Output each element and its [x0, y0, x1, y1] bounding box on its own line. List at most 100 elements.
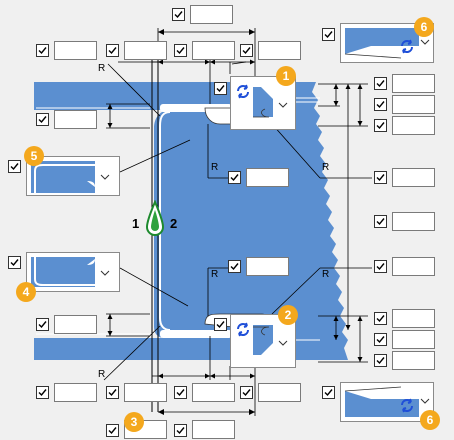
right-5-field[interactable] [392, 330, 435, 349]
radius-label-bottom-left: R [98, 369, 106, 380]
checkmark-icon [108, 47, 117, 55]
right-2-checkbox[interactable] [374, 98, 387, 111]
side-label-2: 2 [170, 216, 178, 231]
bottom-stiffener-gap-checkbox[interactable] [240, 386, 253, 399]
checkmark-icon [38, 389, 47, 397]
side-label-1: 1 [132, 216, 140, 231]
top-width-checkbox[interactable] [172, 8, 185, 21]
right-5-checkbox[interactable] [374, 333, 387, 346]
checkmark-icon [376, 80, 385, 88]
top-stiffener-width-field[interactable] [192, 41, 235, 60]
end-bottom-checkbox[interactable] [322, 386, 335, 399]
corner-bottom-checkbox[interactable] [8, 256, 21, 269]
badge-5: 5 [24, 146, 44, 166]
bottom-left-offset-field[interactable] [54, 383, 97, 402]
stiffener-bottom-checkbox[interactable] [214, 318, 227, 331]
corner-bottom-type-dropdown[interactable] [26, 252, 120, 292]
bottom-stiffener-width-checkbox[interactable] [174, 386, 187, 399]
checkmark-icon [38, 47, 47, 55]
checkmark-icon [242, 47, 251, 55]
sync-arrows-icon[interactable] [399, 38, 415, 54]
left-bottom-checkbox[interactable] [36, 318, 49, 331]
left-bottom-field[interactable] [54, 315, 97, 334]
corner-top-type-dropdown[interactable] [26, 156, 120, 196]
stiffener-bottom-preview [253, 325, 288, 355]
radius-label-center-top: R [211, 162, 219, 173]
top-flange-width-checkbox[interactable] [106, 44, 119, 57]
checkmark-icon [324, 389, 333, 397]
checkmark-icon [376, 218, 385, 226]
bottom-stiffener-gap-field[interactable] [258, 383, 301, 402]
right-4-checkbox[interactable] [374, 312, 387, 325]
section-profile [34, 82, 348, 360]
checkmark-icon [376, 357, 385, 365]
center-radius-top-checkbox[interactable] [228, 171, 241, 184]
badge-3: 3 [124, 412, 144, 432]
top-stiffener-width-checkbox[interactable] [174, 44, 187, 57]
bottom-flange-width-field[interactable] [124, 383, 167, 402]
center-radius-top-field[interactable] [246, 168, 289, 187]
corner-top-checkbox[interactable] [8, 160, 21, 173]
badge-4: 4 [16, 282, 36, 302]
checkmark-icon [10, 259, 19, 267]
right-radius-bottom-field[interactable] [392, 257, 435, 276]
end-bottom-preview [344, 386, 430, 417]
left-top-checkbox[interactable] [36, 113, 49, 126]
radius-label-top-left: R [98, 63, 106, 74]
bottom-stiffener-width-field[interactable] [192, 383, 235, 402]
stiffener-top-checkbox[interactable] [214, 82, 227, 95]
checkmark-icon [174, 11, 183, 19]
top-left-offset-checkbox[interactable] [36, 44, 49, 57]
bottom-left-offset-checkbox[interactable] [36, 386, 49, 399]
checkmark-icon [108, 389, 117, 397]
checkmark-icon [230, 263, 239, 271]
sync-arrows-icon[interactable] [399, 397, 415, 413]
right-4-field[interactable] [392, 309, 435, 328]
end-bottom-type-dropdown[interactable] [340, 382, 434, 422]
bottom-flange-width-checkbox[interactable] [106, 386, 119, 399]
sync-arrows-icon[interactable] [235, 321, 251, 337]
checkmark-icon [230, 174, 239, 182]
checkmark-icon [242, 389, 251, 397]
water-drop-icon[interactable] [144, 200, 166, 240]
right-6-field[interactable] [392, 351, 435, 370]
center-radius-bottom-field[interactable] [246, 257, 289, 276]
badge-1: 1 [276, 66, 296, 86]
checkmark-icon [376, 263, 385, 271]
corner-top-preview [31, 161, 110, 193]
checkmark-icon [376, 174, 385, 182]
center-radius-bottom-checkbox[interactable] [228, 260, 241, 273]
right-radius-top-checkbox[interactable] [374, 171, 387, 184]
radius-label-center-bottom: R [211, 269, 219, 280]
bottom-width-checkbox[interactable] [174, 424, 187, 437]
sync-arrows-icon[interactable] [235, 83, 251, 99]
end-top-checkbox[interactable] [322, 28, 335, 41]
right-1-checkbox[interactable] [374, 77, 387, 90]
right-mid-field[interactable] [392, 212, 435, 231]
checkmark-icon [216, 85, 225, 93]
top-flange-width-field[interactable] [124, 41, 167, 60]
checkmark-icon [324, 31, 333, 39]
right-3-field[interactable] [392, 116, 435, 135]
bottom-width-field[interactable] [192, 420, 235, 439]
right-radius-bottom-checkbox[interactable] [374, 260, 387, 273]
checkmark-icon [376, 336, 385, 344]
stiffener-top-type-dropdown[interactable] [230, 76, 296, 130]
top-left-offset-field[interactable] [54, 41, 97, 60]
checkmark-icon [108, 427, 117, 435]
right-6-checkbox[interactable] [374, 354, 387, 367]
right-1-field[interactable] [392, 74, 435, 93]
left-top-field[interactable] [54, 110, 97, 129]
right-3-checkbox[interactable] [374, 119, 387, 132]
checkmark-icon [176, 389, 185, 397]
top-stiffener-gap-field[interactable] [258, 41, 301, 60]
stiffener-top-preview [253, 87, 288, 118]
top-width-field[interactable] [190, 5, 233, 24]
bottom-thickness-checkbox[interactable] [106, 424, 119, 437]
right-2-field[interactable] [392, 95, 435, 114]
top-stiffener-gap-checkbox[interactable] [240, 44, 253, 57]
right-radius-top-field[interactable] [392, 168, 435, 187]
right-mid-checkbox[interactable] [374, 215, 387, 228]
checkmark-icon [38, 116, 47, 124]
